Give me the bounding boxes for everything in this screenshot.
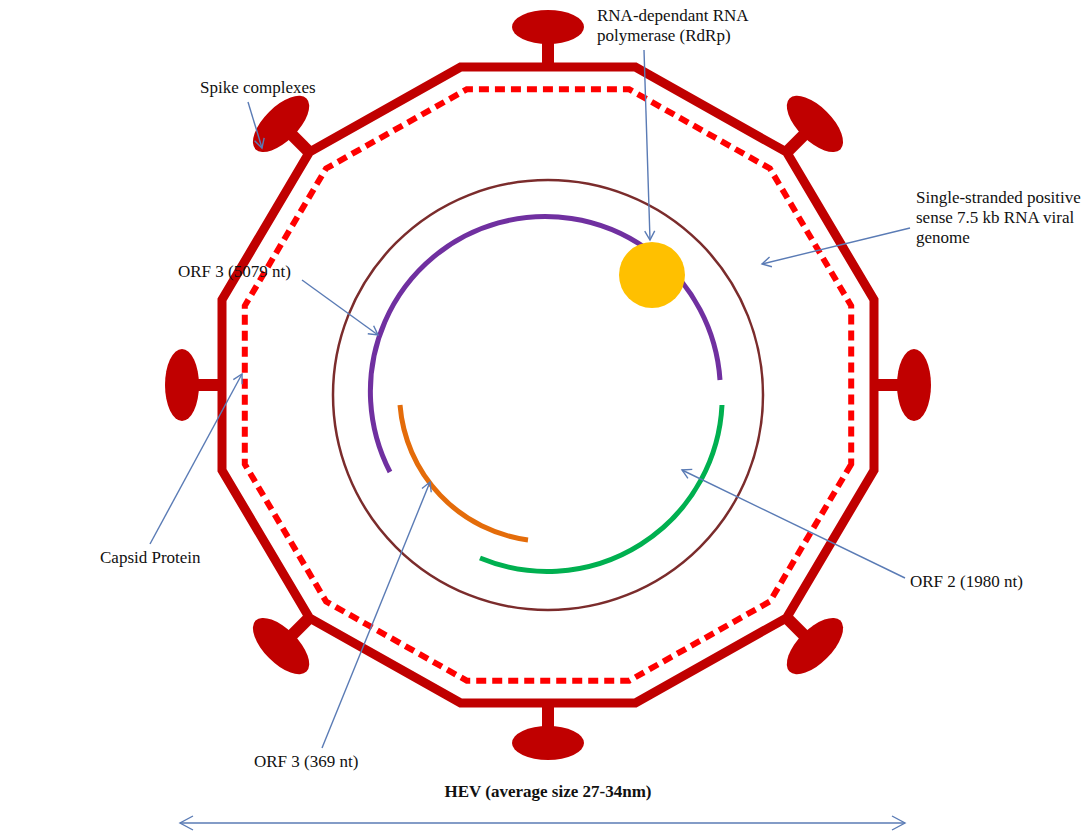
callout-label: Single-stranded positive sense 7.5 kb RN… xyxy=(916,188,1084,248)
spike-cap xyxy=(512,10,584,44)
callout-label: RNA-dependant RNA polymerase (RdRp) xyxy=(597,6,772,46)
leader-line xyxy=(302,280,378,335)
orf3-arc xyxy=(400,405,528,540)
genome-circle xyxy=(333,180,763,610)
orf1-arc xyxy=(370,216,720,472)
orf2-arc xyxy=(480,405,722,571)
dimension-arrow xyxy=(180,822,905,823)
leader-line xyxy=(248,102,262,148)
spike-group xyxy=(165,10,931,760)
spike-cap xyxy=(897,349,931,421)
callout-label: ORF 2 (1980 nt) xyxy=(910,572,1023,592)
callout-label: ORF 3 (5079 nt) xyxy=(178,262,291,282)
capsid-dotted-outline xyxy=(245,89,851,680)
spike-complex xyxy=(512,10,584,67)
figure-caption: HEV (average size 27-34nm) xyxy=(445,782,652,802)
leader-line xyxy=(762,228,910,264)
spike-complex xyxy=(874,349,931,421)
spike-complex xyxy=(165,349,222,421)
spike-cap xyxy=(165,349,199,421)
callout-label: ORF 3 (369 nt) xyxy=(254,752,358,772)
spike-complex xyxy=(512,703,584,760)
leader-line xyxy=(150,374,242,544)
leader-line xyxy=(322,482,430,748)
callout-label: Spike complexes xyxy=(200,78,316,98)
envelope-outline xyxy=(222,67,874,703)
leader-line xyxy=(682,470,905,578)
spike-cap xyxy=(512,726,584,760)
leader-line xyxy=(644,50,650,240)
rdrp-dot xyxy=(619,242,685,308)
callout-label: Capsid Protein xyxy=(100,548,201,568)
